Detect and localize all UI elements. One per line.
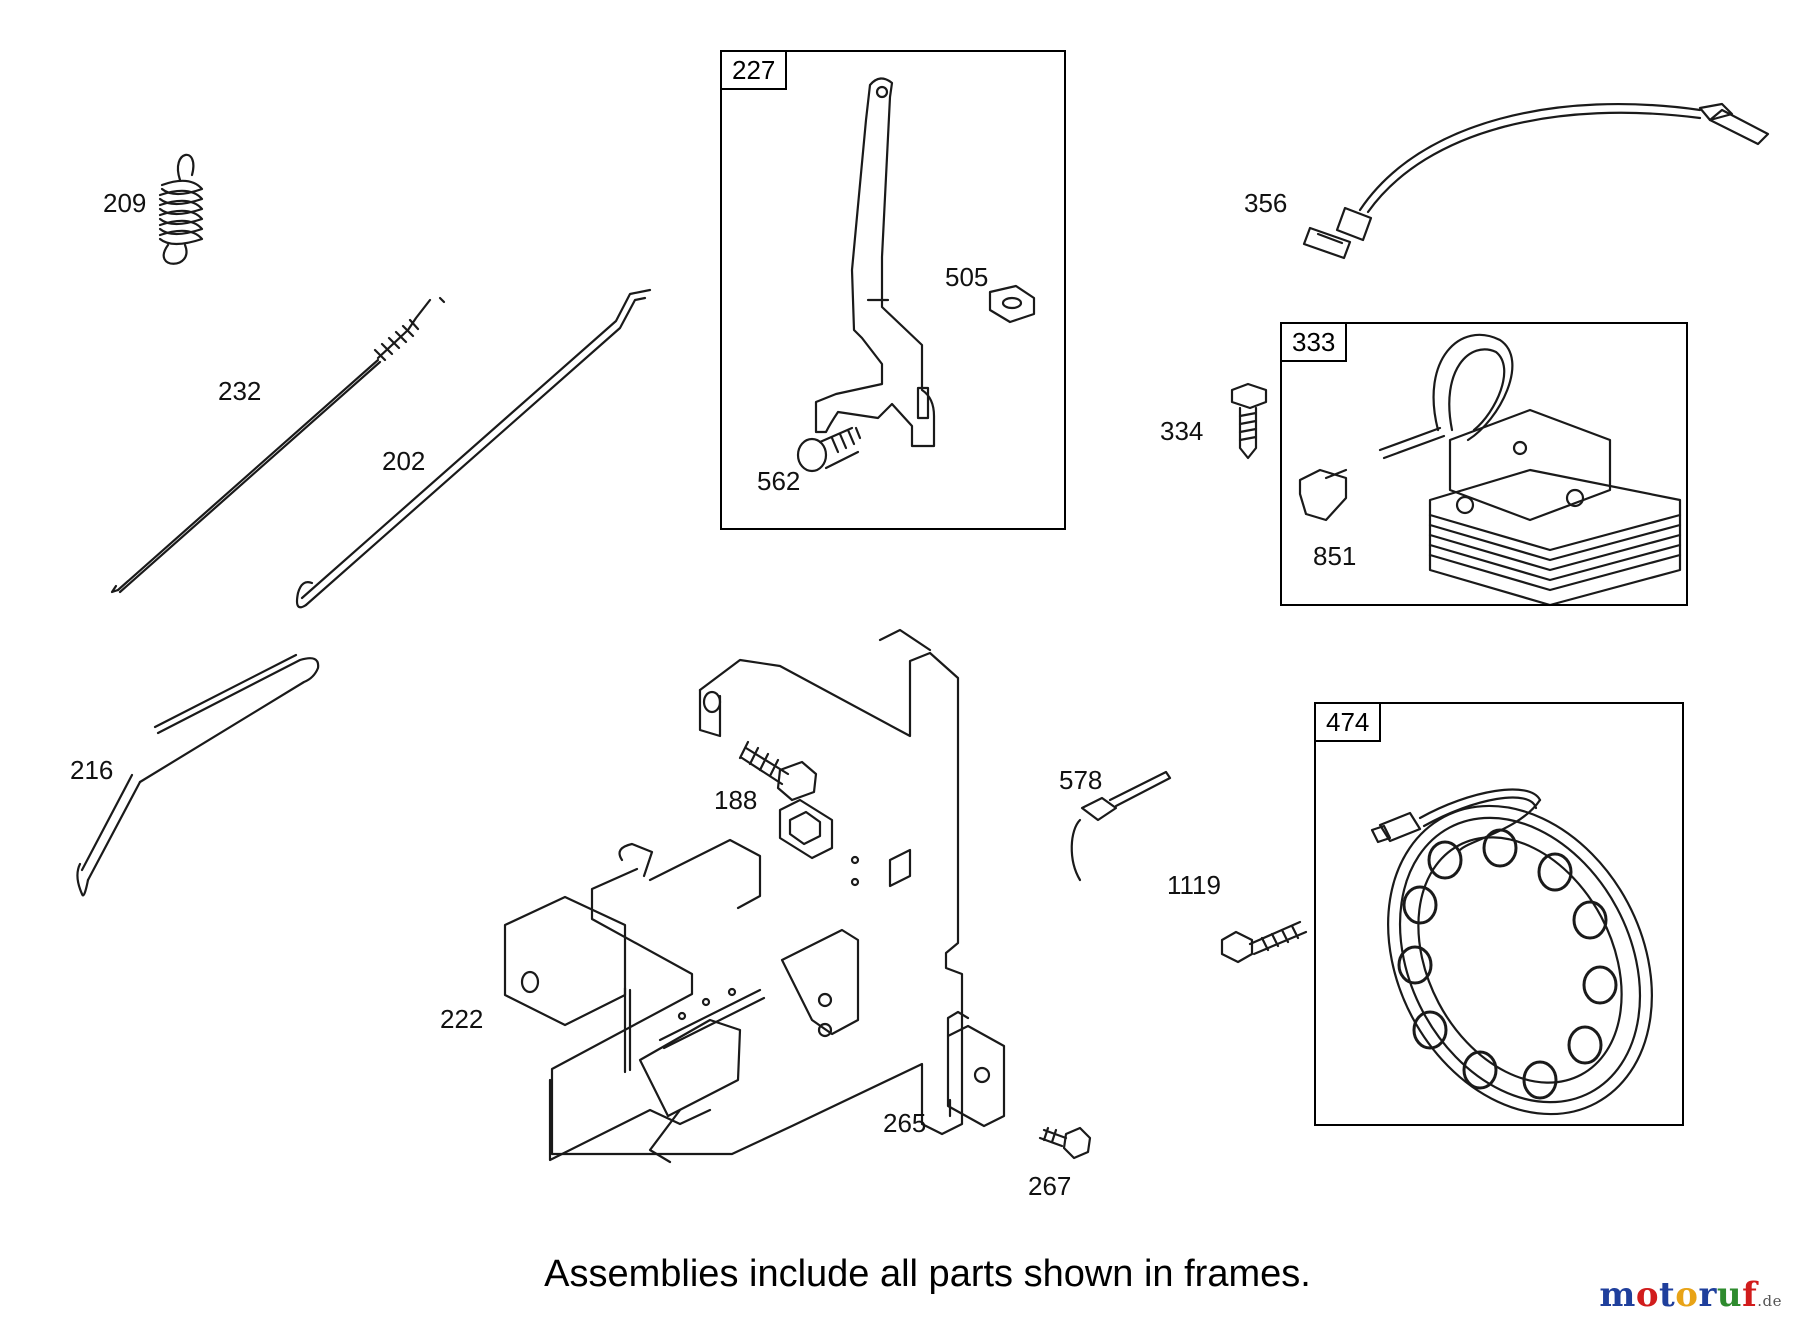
logo-letter: r	[1698, 1275, 1717, 1315]
cable-232-drawing	[110, 296, 446, 594]
screw-334-drawing	[1230, 382, 1268, 460]
part-label-222: 222	[440, 1004, 484, 1034]
spring-209-drawing	[158, 153, 204, 265]
assembly-label-333: 333	[1280, 322, 1348, 362]
logo-letter: o	[1635, 1275, 1660, 1315]
assembly-frame-333: 333	[1280, 322, 1688, 606]
screw-267-drawing	[1038, 1126, 1092, 1160]
logo-letter: m	[1599, 1275, 1636, 1315]
part-label-1119: 1119	[1167, 870, 1221, 900]
part-label-505: 505	[945, 262, 989, 292]
part-label-334: 334	[1160, 416, 1204, 446]
part-label-216: 216	[70, 755, 114, 785]
logo-letter: t	[1659, 1275, 1676, 1315]
logo-letter: f	[1742, 1275, 1758, 1315]
wire-356-drawing	[1302, 102, 1770, 260]
part-label-578: 578	[1059, 765, 1103, 795]
part-label-188: 188	[714, 785, 758, 815]
governor-lever-227-drawing	[814, 77, 936, 448]
part-label-267: 267	[1028, 1171, 1072, 1201]
part-label-562: 562	[757, 466, 801, 496]
part-label-265: 265	[883, 1108, 927, 1138]
part-label-356: 356	[1244, 188, 1288, 218]
motoruf-logo-watermark: motoruf.de	[1599, 1275, 1782, 1315]
alternator-stator-474-drawing	[1370, 788, 1653, 1116]
logo-letter: o	[1675, 1275, 1699, 1315]
clip-265-drawing	[946, 1010, 1006, 1128]
part-label-209: 209	[103, 188, 147, 218]
assembly-frame-474: 474	[1314, 702, 1684, 1126]
screw-562-drawing	[796, 426, 862, 473]
part-label-202: 202	[382, 446, 426, 476]
control-bracket-222-drawing	[503, 628, 964, 1164]
logo-letter: u	[1716, 1275, 1743, 1315]
logo-suffix: .de	[1757, 1292, 1782, 1310]
assembly-label-474: 474	[1314, 702, 1382, 742]
assembly-label-227: 227	[720, 50, 788, 90]
assembly-frame-227: 227	[720, 50, 1066, 530]
link-216-drawing	[76, 653, 320, 897]
bolt-188-drawing	[738, 740, 818, 802]
part-label-232: 232	[218, 376, 262, 406]
rod-202-drawing	[295, 288, 652, 609]
ignition-armature-333-drawing	[1298, 333, 1682, 607]
footer-note: Assemblies include all parts shown in fr…	[544, 1253, 1311, 1295]
screw-1119-drawing	[1220, 920, 1308, 964]
nut-505-drawing	[988, 284, 1036, 324]
part-label-851: 851	[1313, 541, 1357, 571]
wire-lead-578-drawing	[1070, 770, 1172, 882]
